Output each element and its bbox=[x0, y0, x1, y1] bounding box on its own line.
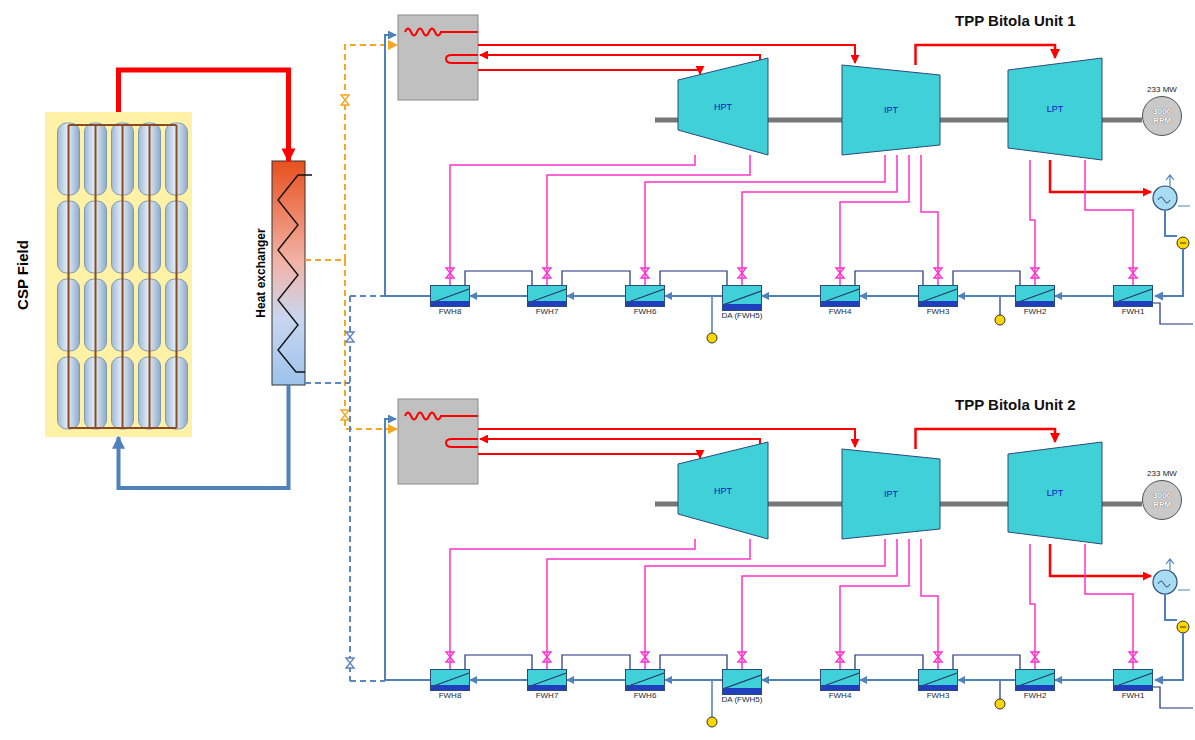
extraction-line bbox=[1030, 160, 1035, 285]
drain-line bbox=[953, 271, 1020, 285]
feedwater-line bbox=[958, 679, 1015, 681]
feedwater-heater: FWH2 bbox=[1015, 669, 1055, 691]
drain-line bbox=[660, 271, 727, 285]
extraction-line bbox=[742, 155, 897, 285]
turbine: HPT bbox=[678, 442, 768, 539]
return-fluid-line bbox=[119, 385, 289, 488]
node-label: FWH4 bbox=[829, 307, 852, 316]
extraction-line bbox=[1085, 160, 1133, 285]
steam-crossover bbox=[916, 429, 1056, 449]
steam-crossover bbox=[916, 45, 1056, 65]
node-label: FWH3 bbox=[927, 307, 950, 316]
drain-line bbox=[465, 655, 532, 669]
drain-line bbox=[562, 271, 630, 285]
node-label: FWH2 bbox=[1024, 307, 1047, 316]
feedwater-line bbox=[958, 295, 1015, 297]
deaerator: DA (FWH5) bbox=[722, 285, 762, 311]
feedwater-heater: FWH6 bbox=[625, 285, 665, 307]
unit-title: TPP Bitola Unit 2 bbox=[955, 396, 1076, 413]
node-label: FWH7 bbox=[536, 691, 559, 700]
feedwater-heater: FWH1 bbox=[1113, 285, 1153, 307]
feedwater-heater: FWH7 bbox=[527, 669, 567, 691]
node-label: 233 MW bbox=[1147, 85, 1177, 94]
feedwater-line bbox=[665, 679, 722, 681]
feedwater-line bbox=[567, 295, 625, 297]
csp-field: CSP Field bbox=[45, 112, 192, 437]
extraction-line bbox=[921, 155, 938, 285]
feedwater-line bbox=[470, 295, 527, 297]
node-label: 233 MW bbox=[1147, 469, 1177, 478]
extraction-line bbox=[547, 155, 750, 285]
turbine: LPT bbox=[1008, 442, 1102, 544]
node-label: HPT bbox=[714, 102, 732, 112]
feedwater-heater: FWH6 bbox=[625, 669, 665, 691]
node-label: FWH3 bbox=[927, 691, 950, 700]
node-label: DA (FWH5) bbox=[722, 311, 763, 320]
node-label: FWH6 bbox=[634, 307, 657, 316]
drain-line bbox=[562, 655, 630, 669]
node-label: LPT bbox=[1047, 104, 1064, 114]
generator: 233 MW3000 RPM bbox=[1142, 96, 1182, 136]
feedwater-line bbox=[1055, 679, 1113, 681]
deaerator: DA (FWH5) bbox=[722, 669, 762, 695]
generator: 233 MW3000 RPM bbox=[1142, 480, 1182, 520]
feedwater-line bbox=[860, 679, 918, 681]
extraction-line bbox=[645, 155, 885, 285]
feedwater-heater: FWH4 bbox=[820, 285, 860, 307]
feedwater-heater: FWH8 bbox=[430, 669, 470, 691]
node-label: FWH2 bbox=[1024, 691, 1047, 700]
drain-line bbox=[660, 655, 727, 669]
node-label: 3000 RPM bbox=[1147, 107, 1177, 125]
node-label: CSP Field bbox=[14, 240, 31, 310]
feedwater-heater: FWH3 bbox=[918, 669, 958, 691]
node-label: FWH6 bbox=[634, 691, 657, 700]
node-label: LPT bbox=[1047, 488, 1064, 498]
heat-exchanger: Heat exchanger bbox=[272, 161, 305, 385]
extraction-line bbox=[840, 155, 909, 285]
turbine: HPT bbox=[678, 58, 768, 155]
extraction-line bbox=[742, 539, 897, 669]
node-label: Heat exchanger bbox=[254, 228, 268, 317]
node-label: FWH4 bbox=[829, 691, 852, 700]
feedwater-line bbox=[860, 295, 918, 297]
drain-line bbox=[953, 655, 1020, 669]
feedwater-heater: FWH7 bbox=[527, 285, 567, 307]
feedwater-line bbox=[470, 679, 527, 681]
node-label: FWH1 bbox=[1122, 307, 1145, 316]
drain-line bbox=[855, 655, 923, 669]
feedwater-heater: FWH2 bbox=[1015, 285, 1055, 307]
feedwater-heater: FWH1 bbox=[1113, 669, 1153, 691]
turbine: IPT bbox=[842, 65, 940, 155]
turbine: IPT bbox=[842, 449, 940, 539]
extraction-line bbox=[921, 539, 938, 669]
feedwater-line bbox=[762, 295, 820, 297]
drain-line bbox=[855, 271, 923, 285]
node-label: FWH8 bbox=[439, 691, 462, 700]
node-label: 3000 RPM bbox=[1147, 491, 1177, 509]
node-label: FWH1 bbox=[1122, 691, 1145, 700]
node-label: FWH8 bbox=[439, 307, 462, 316]
node-label: IPT bbox=[884, 105, 898, 115]
unit-title: TPP Bitola Unit 1 bbox=[955, 12, 1076, 29]
feedwater-line bbox=[665, 295, 722, 297]
turbine: LPT bbox=[1008, 58, 1102, 160]
node-label: IPT bbox=[884, 489, 898, 499]
extraction-line bbox=[645, 539, 885, 669]
feedwater-line bbox=[1055, 295, 1113, 297]
node-label: HPT bbox=[714, 486, 732, 496]
drain-line bbox=[465, 271, 532, 285]
node-label: DA (FWH5) bbox=[722, 695, 763, 704]
hot-fluid-line bbox=[119, 70, 289, 161]
feedwater-heater: FWH3 bbox=[918, 285, 958, 307]
extraction-line bbox=[840, 539, 909, 669]
extraction-line bbox=[1085, 544, 1133, 669]
feedwater-line bbox=[762, 679, 820, 681]
extraction-line bbox=[1030, 544, 1035, 669]
feedwater-line bbox=[567, 679, 625, 681]
feedwater-heater: FWH4 bbox=[820, 669, 860, 691]
feedwater-heater: FWH8 bbox=[430, 285, 470, 307]
node-label: FWH7 bbox=[536, 307, 559, 316]
extraction-line bbox=[547, 539, 750, 669]
